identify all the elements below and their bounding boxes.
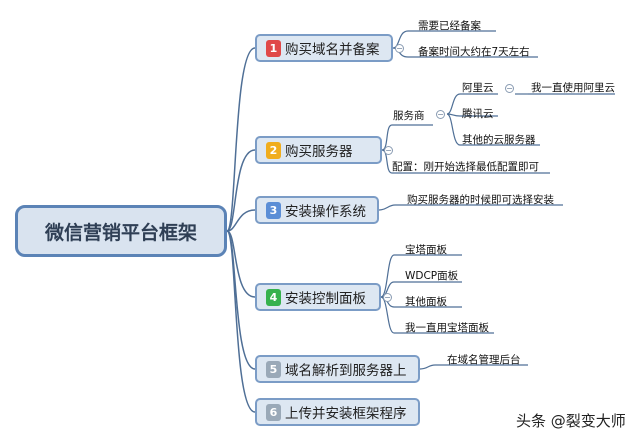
leaf-text: WDCP面板 bbox=[405, 270, 459, 282]
badge-1: 1 bbox=[266, 39, 281, 57]
collapse-toggle-icon[interactable]: − bbox=[384, 145, 393, 155]
leaf-other-cloud: 其他的云服务器 bbox=[462, 134, 536, 146]
badge-6: 6 bbox=[266, 403, 281, 421]
branch-2-node[interactable]: 2 购买服务器 bbox=[255, 136, 382, 164]
leaf-tencent: 腾讯云 bbox=[462, 108, 494, 120]
leaf-text: 备案时间大约在7天左右 bbox=[418, 46, 530, 58]
collapse-toggle-icon[interactable]: − bbox=[395, 43, 404, 53]
collapse-toggle-icon[interactable]: − bbox=[505, 83, 514, 93]
leaf-text: 宝塔面板 bbox=[405, 244, 447, 256]
badge-5: 5 bbox=[266, 360, 281, 378]
badge-2: 2 bbox=[266, 141, 281, 159]
leaf-text: 在域名管理后台 bbox=[447, 354, 521, 366]
branch-6-node[interactable]: 6 上传并安装框架程序 bbox=[255, 398, 420, 426]
branch-5-label: 域名解析到服务器上 bbox=[285, 363, 407, 379]
leaf-aliyun: 阿里云 bbox=[462, 82, 494, 94]
branch-4-node[interactable]: 4 安装控制面板 bbox=[255, 283, 381, 311]
branch-1-label: 购买域名并备案 bbox=[285, 42, 380, 58]
collapse-toggle-icon[interactable]: − bbox=[383, 292, 392, 302]
leaf-config: 配置：刚开始选择最低配置即可 bbox=[392, 161, 539, 173]
badge-3: 3 bbox=[266, 201, 281, 219]
branch-3-label: 安装操作系统 bbox=[285, 204, 366, 220]
leaf-text: 需要已经备案 bbox=[418, 20, 481, 32]
branch-3-node[interactable]: 3 安装操作系统 bbox=[255, 196, 379, 224]
badge-4: 4 bbox=[266, 288, 281, 306]
branch-5-node[interactable]: 5 域名解析到服务器上 bbox=[255, 355, 420, 383]
leaf-aliyun-note: 我一直使用阿里云 bbox=[531, 82, 615, 94]
leaf-text: 其他面板 bbox=[405, 296, 447, 308]
root-node[interactable]: 微信营销平台框架 bbox=[15, 205, 227, 257]
watermark: 头条 @裂变大师 bbox=[516, 412, 626, 430]
branch-2-label: 购买服务器 bbox=[285, 144, 353, 160]
leaf-text: 我一直用宝塔面板 bbox=[405, 322, 489, 334]
branch-1-node[interactable]: 1 购买域名并备案 bbox=[255, 34, 393, 62]
collapse-toggle-icon[interactable]: − bbox=[436, 109, 445, 119]
branch-4-label: 安装控制面板 bbox=[285, 291, 366, 307]
leaf-text: 购买服务器的时候即可选择安装 bbox=[407, 194, 554, 206]
branch-6-label: 上传并安装框架程序 bbox=[285, 406, 407, 422]
leaf-provider: 服务商 bbox=[393, 110, 425, 122]
